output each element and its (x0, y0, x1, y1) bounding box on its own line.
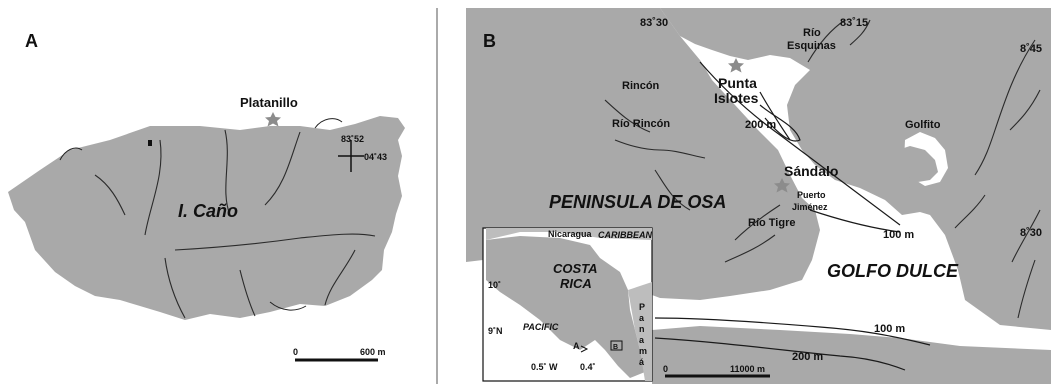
mainland-shape (660, 8, 1051, 330)
cano-island-shape (8, 116, 405, 320)
platanillo-label: Platanillo (240, 95, 298, 110)
scale-b-end-label: 11000 m (730, 364, 765, 374)
panel-b-letter: B (483, 31, 496, 51)
nicaragua-shape (486, 228, 652, 240)
depth-contour-200 (759, 104, 801, 142)
stream (174, 233, 376, 251)
panama-letter: n (639, 324, 645, 334)
rio-tigre-river (734, 204, 781, 241)
sandalo-star-icon (774, 178, 790, 193)
stream (224, 129, 231, 216)
panama-letter: á (639, 357, 645, 367)
panel-a-letter: A (25, 31, 38, 51)
rincon-label: Rincón (622, 80, 660, 92)
caribbean-label: CARIBBEAN (598, 230, 653, 240)
rio-rincon-label: Río Rincón (612, 118, 670, 130)
stream (324, 249, 356, 306)
river (654, 169, 691, 211)
depth-200-bottom-label: 200 m (792, 351, 823, 363)
lat-8-30-label: 8˚30 (1020, 227, 1042, 239)
rio-rincon-river (614, 139, 706, 159)
punta-islotes-label-1: Punta (718, 75, 757, 91)
platanillo-star-icon (265, 112, 281, 127)
depth-contour-200 (759, 91, 791, 141)
depth-contour-100 (809, 209, 901, 233)
scale-end-label: 600 m (360, 347, 386, 357)
punta-islotes-label-2: Islotes (714, 90, 759, 106)
scale-b-start-label: 0 (663, 364, 668, 374)
river (954, 194, 986, 229)
river (724, 234, 776, 263)
panama-letter: m (639, 346, 647, 356)
scale-start-label: 0 (293, 347, 298, 357)
depth-contour-200 (699, 61, 901, 226)
inset-arrow-icon (580, 345, 589, 353)
depth-100-bottom-label: 100 m (874, 323, 905, 335)
inset-marker-b: B (613, 344, 618, 351)
rio-tigre-label: Río Tigre (748, 217, 795, 229)
punta-islotes-star-icon (728, 58, 744, 73)
river (1011, 209, 1041, 263)
inset-lon-label-2: 0.4˚ (580, 362, 596, 372)
puerto-jimenez-label-1: Puerto (797, 190, 826, 200)
rica-label: RICA (560, 276, 592, 291)
golfo-dulce-label: GOLFO DULCE (827, 261, 959, 281)
reef-outline (314, 118, 343, 129)
puerto-jimenez-label-2: Jiménez (792, 202, 828, 212)
stream (94, 174, 126, 216)
nicaragua-label: Nicaragua (548, 229, 593, 239)
panama-letter: a (639, 335, 645, 345)
peninsula-label: PENINSULA DE OSA (549, 192, 726, 212)
rio-esquinas-river (807, 19, 846, 63)
southern-land-shape (652, 326, 1051, 384)
rio-esquinas-label-1: Río (803, 27, 821, 39)
panel-b: B 83˚30 83˚15 8˚45 8˚30 Río Esquinas Rin… (466, 8, 1051, 384)
lon-83-30-label: 83˚30 (640, 17, 668, 29)
river (974, 39, 1036, 176)
stream (239, 269, 256, 317)
building-marker (148, 140, 152, 146)
depth-200-top-label: 200 m (745, 119, 776, 131)
lat-9-label: 9˚N (488, 326, 503, 336)
costa-label: COSTA (553, 261, 598, 276)
panama-vertical-label: P a n a m á (639, 302, 647, 367)
reef-outline (269, 301, 307, 311)
island-label: I. Caño (178, 201, 238, 221)
reef-outline (59, 147, 83, 161)
panama-letter: a (639, 313, 645, 323)
golfito-land (897, 146, 938, 182)
river (849, 19, 871, 46)
lat-10-label: 10˚ (488, 280, 501, 290)
sandalo-label: Sándalo (784, 163, 838, 179)
coord-lat-label: 04˚43 (364, 152, 387, 162)
coord-lon-label: 83˚52 (341, 134, 364, 144)
osa-peninsula-shape (466, 8, 820, 300)
depth-contour-200 (654, 337, 906, 371)
stream (264, 131, 301, 206)
inset-box-b (610, 340, 623, 351)
depth-100-mid-label: 100 m (883, 229, 914, 241)
panama-shape (628, 282, 652, 381)
inset-lon-label: 0.5˚ W (531, 362, 558, 372)
panama-letter: P (639, 302, 645, 312)
pacific-label: PACIFIC (523, 322, 559, 332)
river (1017, 259, 1036, 319)
lon-83-15-label: 83˚15 (840, 17, 868, 29)
golfito-label: Golfito (905, 119, 941, 131)
river (604, 99, 651, 133)
lat-8-45-label: 8˚45 (1020, 43, 1042, 55)
panel-a: A Platanillo 83˚52 04˚43 I. Caño 0 600 m (8, 31, 405, 362)
river (1009, 89, 1041, 131)
rio-esquinas-label-2: Esquinas (787, 40, 836, 52)
stream (144, 139, 162, 236)
costa-rica-shape (486, 236, 645, 378)
depth-contour-100 (654, 317, 931, 346)
stream (164, 257, 186, 319)
inset-marker-a: A (573, 341, 580, 351)
costa-rica-inset: Nicaragua CARIBBEAN COSTA RICA 10˚ 9˚N P… (482, 227, 653, 382)
